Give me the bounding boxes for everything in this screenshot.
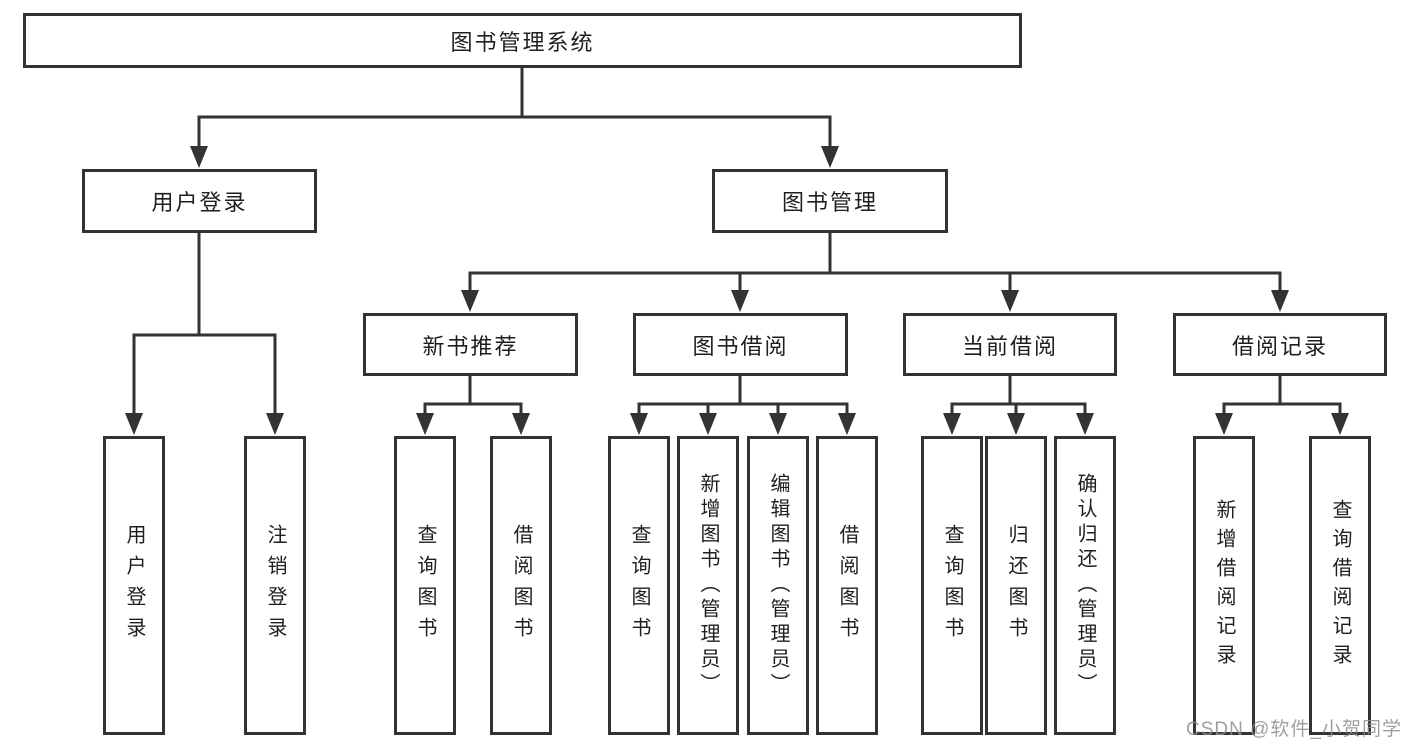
- leaf-return-books-label: 归还图书: [1005, 523, 1027, 648]
- leaf-add-borrow-record-label: 新增借阅记录: [1213, 498, 1235, 673]
- leaf-edit-books-admin: 编辑图书（管理员）: [747, 436, 809, 735]
- leaf-return-books: 归还图书: [985, 436, 1047, 735]
- node-book-borrow-label: 图书借阅: [692, 333, 789, 359]
- node-book-borrow: 图书借阅: [633, 313, 848, 376]
- leaf-edit-books-admin-label: 编辑图书（管理员）: [767, 473, 789, 698]
- leaf-borrow-query-books: 查询图书: [608, 436, 670, 735]
- branch-book-management: [461, 233, 1289, 312]
- arrowhead-icon: [461, 290, 479, 312]
- branch-book-borrow: [630, 376, 856, 435]
- arrowhead-icon: [512, 413, 530, 435]
- node-new-book-recommend: 新书推荐: [363, 313, 578, 376]
- node-user-login-label: 用户登录: [151, 190, 248, 215]
- arrowhead-icon: [769, 413, 787, 435]
- arrowhead-icon: [266, 413, 284, 435]
- arrowhead-icon: [190, 146, 208, 168]
- arrowhead-icon: [630, 413, 648, 435]
- leaf-logout: 注销登录: [244, 436, 306, 735]
- branch-user-login: [125, 233, 284, 435]
- leaf-current-query-books-label: 查询图书: [941, 523, 963, 648]
- csdn-watermark: CSDN @软件_小贺同学: [1186, 719, 1402, 740]
- leaf-recommend-query-books: 查询图书: [394, 436, 456, 735]
- branch-borrow-records: [1215, 376, 1349, 435]
- leaf-current-query-books: 查询图书: [921, 436, 983, 735]
- node-book-management-label: 图书管理: [781, 190, 878, 215]
- branch-current-borrow: [943, 376, 1094, 435]
- node-new-book-recommend-label: 新书推荐: [422, 333, 519, 359]
- leaf-borrow-books-label: 借阅图书: [836, 523, 858, 648]
- branch-root: [190, 68, 839, 168]
- arrowhead-icon: [1001, 290, 1019, 312]
- leaf-recommend-borrow-books: 借阅图书: [490, 436, 552, 735]
- leaf-user-login-label: 用户登录: [123, 523, 145, 648]
- arrowhead-icon: [1331, 413, 1349, 435]
- leaf-recommend-query-books-label: 查询图书: [414, 523, 436, 648]
- node-root: 图书管理系统: [23, 13, 1022, 68]
- arrowhead-icon: [943, 413, 961, 435]
- arrowhead-icon: [1007, 413, 1025, 435]
- node-borrow-records: 借阅记录: [1173, 313, 1387, 376]
- leaf-confirm-return-admin-label: 确认归还（管理员）: [1074, 473, 1096, 698]
- arrowhead-icon: [731, 290, 749, 312]
- arrowhead-icon: [416, 413, 434, 435]
- branch-new-book-recommend: [416, 376, 530, 435]
- node-current-borrow: 当前借阅: [903, 313, 1117, 376]
- arrowhead-icon: [1215, 413, 1233, 435]
- node-current-borrow-label: 当前借阅: [961, 333, 1058, 359]
- node-book-management: 图书管理: [712, 169, 948, 233]
- leaf-add-books-admin: 新增图书（管理员）: [677, 436, 739, 735]
- arrowhead-icon: [1076, 413, 1094, 435]
- node-user-login: 用户登录: [82, 169, 317, 233]
- leaf-borrow-books: 借阅图书: [816, 436, 878, 735]
- arrowhead-icon: [125, 413, 143, 435]
- leaf-borrow-query-books-label: 查询图书: [628, 523, 650, 648]
- leaf-confirm-return-admin: 确认归还（管理员）: [1054, 436, 1116, 735]
- leaf-query-borrow-record-label: 查询借阅记录: [1329, 498, 1351, 673]
- leaf-add-books-admin-label: 新增图书（管理员）: [697, 473, 719, 698]
- leaf-user-login: 用户登录: [103, 436, 165, 735]
- arrowhead-icon: [821, 146, 839, 168]
- node-root-label: 图书管理系统: [450, 29, 595, 55]
- leaf-add-borrow-record: 新增借阅记录: [1193, 436, 1255, 735]
- leaf-logout-label: 注销登录: [264, 523, 286, 648]
- leaf-recommend-borrow-books-label: 借阅图书: [510, 523, 532, 648]
- arrowhead-icon: [1271, 290, 1289, 312]
- arrowhead-icon: [699, 413, 717, 435]
- arrowhead-icon: [838, 413, 856, 435]
- node-borrow-records-label: 借阅记录: [1231, 333, 1328, 359]
- leaf-query-borrow-record: 查询借阅记录: [1309, 436, 1371, 735]
